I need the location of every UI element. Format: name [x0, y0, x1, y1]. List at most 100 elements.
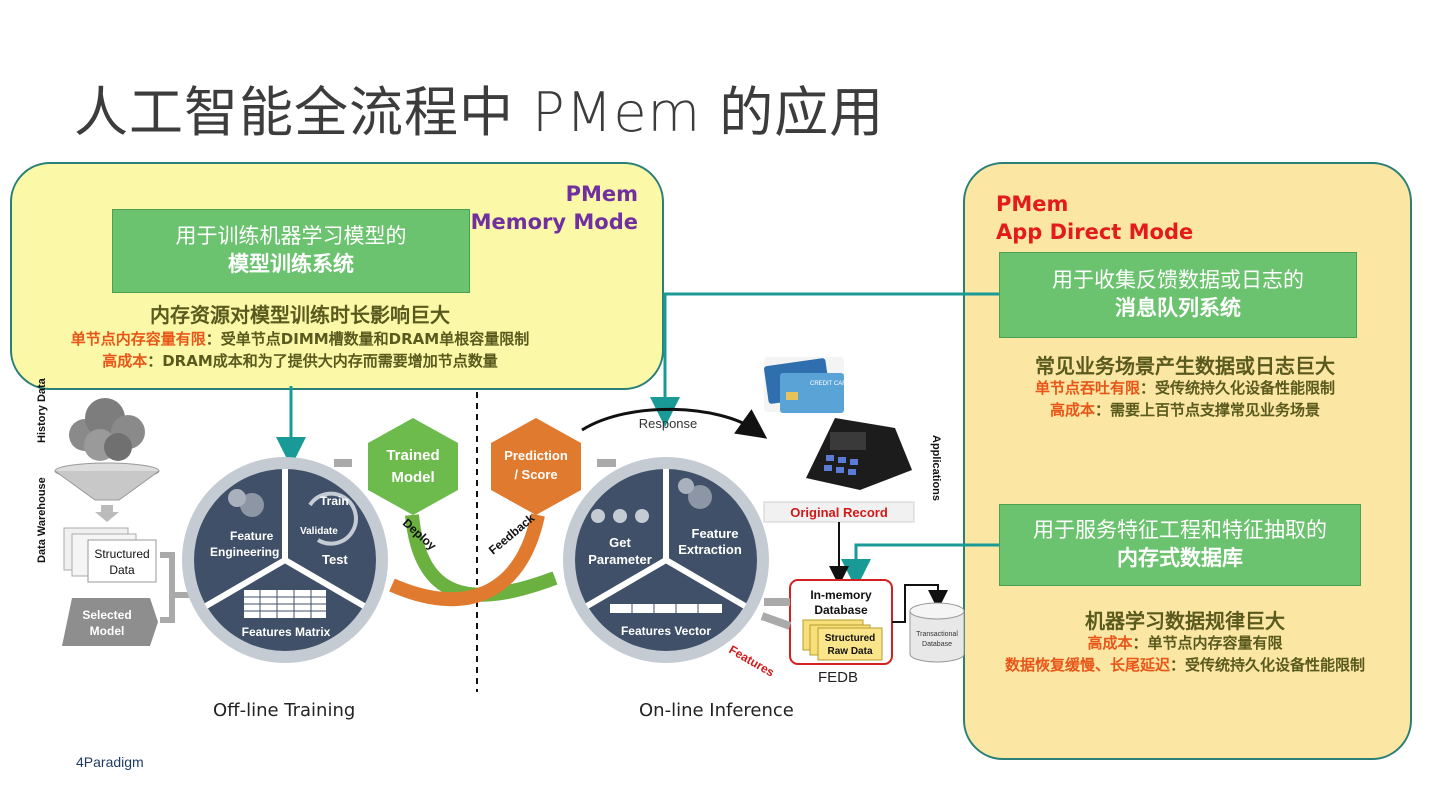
memory-mode-point2: 高成本：DRAM成本和为了提供大内存而需要增加节点数量: [20, 350, 580, 372]
app-direct-point4: 数据恢复缓慢、长尾延迟：受传统持久化设备性能限制: [966, 654, 1404, 676]
gear-icon: [240, 493, 264, 517]
db-to-transactional-arrow: [892, 584, 948, 623]
feature-engineering-l2: Engineering: [210, 545, 279, 559]
memory-mode-point1-text: ：受单节点DIMM槽数量和DRAM单根容量限制: [205, 330, 530, 348]
selected-model-box: Selected Model: [62, 598, 158, 646]
pos-terminal-icon: [798, 418, 916, 490]
app-direct-heading1: 常见业务场景产生数据或日志巨大: [1035, 354, 1335, 378]
parameter-dot-icon: [591, 509, 605, 523]
deploy-arrow: [405, 514, 558, 602]
app-direct-point1-text: ：受传统持久化设备性能限制: [1140, 379, 1336, 397]
transactional-database-icon: Transactional Database: [909, 602, 965, 663]
memory-mode-label-line2: Memory Mode: [470, 210, 638, 234]
raw-data-l2: Raw Data: [827, 646, 872, 657]
app-direct-point1: 单节点吞吐有限：受传统持久化设备性能限制: [972, 377, 1398, 399]
message-queue-line1: 用于收集反馈数据或日志的: [1052, 268, 1304, 292]
memory-mode-heading: 内存资源对模型训练时长影响巨大: [150, 303, 450, 327]
logo: 4Paradigm: [76, 754, 144, 770]
trained-model-hexagon: Trained Model: [368, 418, 458, 515]
test-label: Test: [322, 552, 348, 567]
features-vector-bar: [610, 604, 722, 613]
get-parameter-l2: Parameter: [588, 552, 652, 567]
app-direct-point4-key: 数据恢复缓慢、长尾延迟: [1004, 656, 1170, 674]
app-direct-heading2: 机器学习数据规律巨大: [1085, 609, 1285, 633]
memory-mode-label-line1: PMem: [565, 182, 638, 206]
memory-mode-label: PMem Memory Mode: [440, 180, 638, 236]
app-direct-point1-key: 单节点吞吐有限: [1034, 379, 1140, 397]
logo-text: 4Paradigm: [76, 754, 144, 770]
offline-caption: Off-line Training: [213, 700, 356, 721]
app-direct-point2-key: 高成本: [1049, 401, 1095, 419]
page-title: 人工智能全流程中 PMem 的应用: [74, 81, 885, 144]
trained-model-l1: Trained: [386, 447, 439, 464]
transactional-l1: Transactional: [916, 631, 958, 638]
response-label: Response: [639, 416, 698, 431]
features-arrow-lower: [760, 612, 792, 630]
app-direct-point4-text: ：受传统持久化设备性能限制: [1170, 656, 1366, 674]
prediction-l1: Prediction: [504, 448, 568, 463]
features-label: Features: [727, 642, 778, 679]
train-label: Train: [320, 494, 349, 508]
memory-mode-point2-key: 高成本: [102, 352, 148, 370]
fedb-label: FEDB: [818, 669, 858, 686]
online-caption: On-line Inference: [639, 700, 794, 721]
warehouse-bracket: [160, 552, 175, 623]
teal-connectors: [276, 292, 999, 589]
selected-model-l1: Selected: [82, 608, 131, 622]
training-system-line1: 用于训练机器学习模型的: [175, 224, 407, 248]
in-memory-db-l1: In-memory: [810, 588, 872, 602]
get-parameter-l1: Get: [609, 535, 631, 550]
structured-data-l2: Data: [109, 563, 135, 577]
gear-icon-small: [678, 478, 694, 494]
message-queue-box: 用于收集反馈数据或日志的 消息队列系统: [999, 252, 1357, 338]
online-inference-wheel: Get Parameter Feature Extraction Feature…: [563, 457, 769, 663]
app-direct-label-line2: App Direct Mode: [996, 220, 1194, 244]
in-memory-db-line1: 用于服务特征工程和特征抽取的: [1033, 518, 1327, 542]
message-queue-line2: 消息队列系统: [1115, 296, 1241, 320]
cloud-icon: [69, 398, 145, 461]
data-warehouse-label: Data Warehouse: [36, 477, 48, 563]
in-memory-db-box: 用于服务特征工程和特征抽取的 内存式数据库: [999, 504, 1361, 586]
app-direct-point3-text: ：单节点内存容量有限: [1132, 634, 1283, 652]
fedb-connector: [841, 543, 999, 589]
app-direct-label: PMem App Direct Mode: [996, 190, 1193, 246]
parameter-dot-icon: [613, 509, 627, 523]
response-arrow: [581, 407, 768, 439]
in-memory-db-l2: Database: [814, 603, 868, 617]
offline-training-wheel: Feature Engineering Train Validate Test …: [182, 457, 388, 663]
app-direct-point3-key: 高成本: [1087, 634, 1133, 652]
memory-mode-point1-key: 单节点内存容量有限: [70, 330, 206, 348]
prediction-l2: / Score: [514, 467, 557, 482]
credit-card-icon: CREDIT CARD: [764, 357, 852, 413]
feedback-arrow: [389, 513, 545, 607]
prediction-hexagon: Prediction / Score: [491, 418, 581, 515]
in-memory-db-line2: 内存式数据库: [1117, 546, 1243, 570]
applications-label: Applications: [930, 435, 942, 501]
features-matrix-grid: [244, 590, 326, 618]
gear-icon-small: [228, 489, 246, 507]
memory-mode-point2-text: ：DRAM成本和为了提供大内存而需要增加节点数量: [147, 352, 498, 370]
feature-engineering-l1: Feature: [230, 529, 274, 543]
in-memory-database: In-memory Database Structured Raw Data: [789, 579, 893, 665]
app-direct-point3: 高成本：单节点内存容量有限: [966, 632, 1404, 654]
parameter-dot-icon: [635, 509, 649, 523]
structured-data-stack: Structured Data: [63, 527, 157, 583]
structured-data-l1: Structured: [94, 547, 149, 561]
feature-extraction-l2: Extraction: [678, 542, 742, 557]
validate-label: Validate: [300, 526, 338, 537]
gear-icon: [688, 485, 712, 509]
selected-model-l2: Model: [90, 624, 125, 638]
history-data-label: History Data: [36, 377, 48, 443]
memory-mode-point1: 单节点内存容量有限：受单节点DIMM槽数量和DRAM单根容量限制: [20, 328, 580, 350]
app-direct-point2-text: ：需要上百节点支撑常见业务场景: [1095, 401, 1321, 419]
features-vector-label: Features Vector: [621, 624, 711, 638]
training-system-line2: 模型训练系统: [228, 252, 354, 276]
features-matrix-label: Features Matrix: [242, 625, 331, 639]
feature-extraction-l1: Feature: [692, 526, 739, 541]
message-queue-connector: [650, 292, 999, 427]
trained-model-l2: Model: [391, 469, 434, 486]
transactional-l2: Database: [922, 641, 952, 648]
funnel-icon: [54, 462, 160, 522]
credit-card-text: CREDIT CARD: [810, 381, 852, 387]
